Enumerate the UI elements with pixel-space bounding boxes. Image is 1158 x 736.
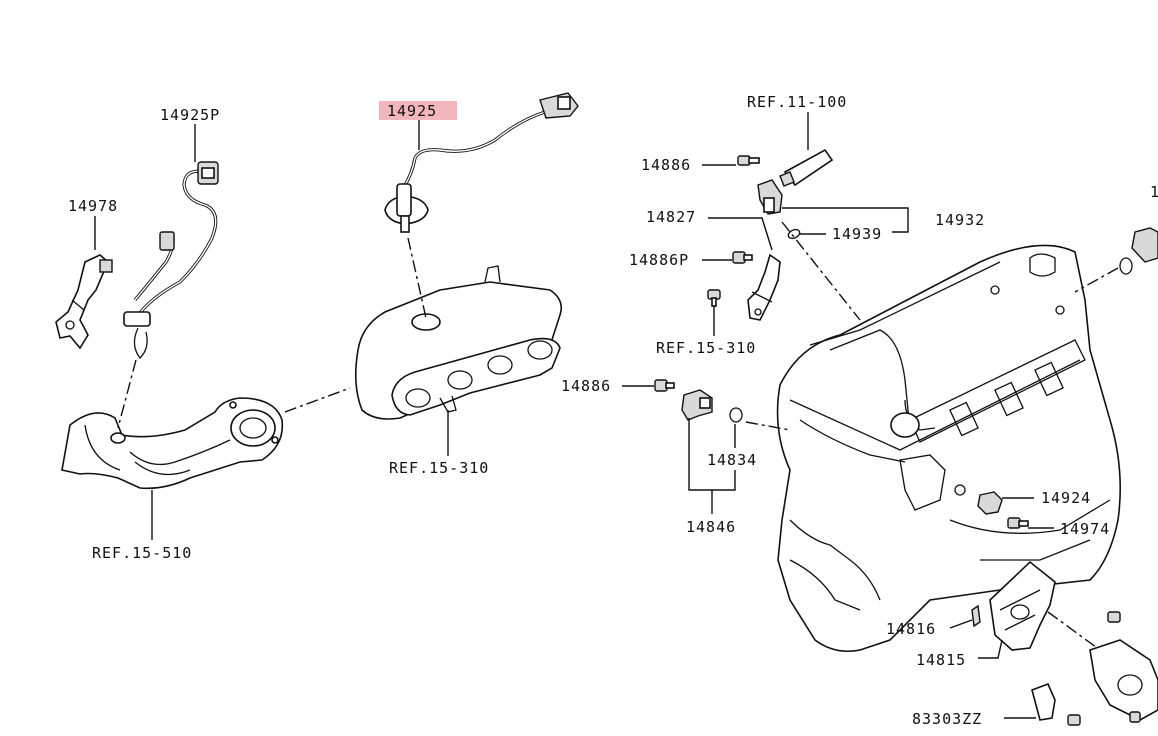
sensor-to-manifold-guide <box>407 237 427 319</box>
egr-guide <box>1047 611 1101 651</box>
front-oxygen-sensor-14925[interactable] <box>384 92 579 233</box>
label-ref-15-310-a[interactable]: REF.15-310 <box>389 459 489 477</box>
throttle-body-partial[interactable] <box>1067 611 1158 726</box>
label-edge-partial: 1 <box>1150 183 1158 201</box>
bolt-14886P[interactable] <box>732 251 753 264</box>
sensor-to-pipe-guide <box>117 359 137 429</box>
label-14939[interactable]: 14939 <box>832 225 882 243</box>
engine-assembly[interactable] <box>776 244 1121 653</box>
label-14978[interactable]: 14978 <box>68 197 118 215</box>
label-14827[interactable]: 14827 <box>646 208 696 226</box>
pipe-to-manifold-guide <box>284 387 351 413</box>
label-14846[interactable]: 14846 <box>686 518 736 536</box>
bolt-14974[interactable] <box>1007 517 1029 529</box>
label-ref-15-510[interactable]: REF.15-510 <box>92 544 192 562</box>
label-14925P[interactable]: 14925P <box>160 106 220 124</box>
label-ref-11-100[interactable]: REF.11-100 <box>747 93 847 111</box>
bracket-14978[interactable] <box>55 254 113 350</box>
label-14925[interactable]: 14925 <box>387 102 437 120</box>
front-exhaust-pipe[interactable] <box>61 397 284 490</box>
label-14886-top[interactable]: 14886 <box>641 156 691 174</box>
bracket-14827[interactable] <box>747 253 781 321</box>
crank-sensor-guide <box>745 421 791 431</box>
sealant-tube-ref-11-100[interactable] <box>779 148 834 187</box>
label-14816[interactable]: 14816 <box>886 620 936 638</box>
bolt-14886-mid[interactable] <box>654 379 675 392</box>
label-83303ZZ[interactable]: 83303ZZ <box>912 710 982 728</box>
highlight-14925 <box>379 101 457 120</box>
cam-position-sensor-14932[interactable] <box>757 179 783 215</box>
knock-sensor-14924[interactable] <box>977 491 1003 515</box>
sensor-to-engine-guide <box>781 221 861 321</box>
bolt-ref-15-310[interactable] <box>707 289 721 307</box>
plug-14816[interactable] <box>971 604 981 628</box>
bolt-14886-top[interactable] <box>737 155 760 166</box>
crank-angle-sensor[interactable] <box>681 389 713 421</box>
o-ring-14939[interactable] <box>787 228 801 240</box>
exhaust-manifold[interactable] <box>354 265 563 420</box>
o-ring-14834[interactable] <box>729 407 743 423</box>
top-right-guide <box>1074 267 1119 293</box>
label-14815[interactable]: 14815 <box>916 651 966 669</box>
label-14924[interactable]: 14924 <box>1041 489 1091 507</box>
rear-oxygen-sensor-14925P[interactable] <box>123 161 219 359</box>
leader-lines <box>94 112 1054 719</box>
label-14886-mid[interactable]: 14886 <box>561 377 611 395</box>
label-14974[interactable]: 14974 <box>1060 520 1110 538</box>
egr-valve-14815[interactable] <box>989 560 1056 651</box>
label-14834[interactable]: 14834 <box>707 451 757 469</box>
label-14932[interactable]: 14932 <box>935 211 985 229</box>
sensor-partial-top-right[interactable] <box>1119 227 1158 275</box>
label-14886P[interactable]: 14886P <box>629 251 689 269</box>
label-ref-15-310-b[interactable]: REF.15-310 <box>656 339 756 357</box>
gasket-83303ZZ[interactable] <box>1031 682 1056 721</box>
